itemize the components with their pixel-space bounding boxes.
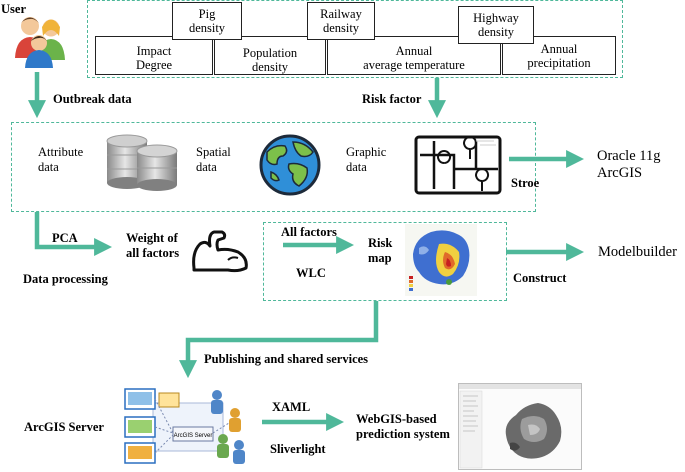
risk-map-image bbox=[405, 224, 477, 296]
factor-impact-degree: Impact Degree bbox=[95, 36, 213, 75]
factor-population-density: Population density bbox=[214, 36, 326, 75]
spatial-data-label: Spatial data bbox=[196, 145, 231, 174]
database-icon bbox=[106, 134, 178, 191]
data-processing-label: Data processing bbox=[23, 272, 108, 286]
factor-text: Impact Degree bbox=[135, 43, 173, 72]
factor-text: Railway density bbox=[320, 7, 362, 35]
sliverlight-label: Sliverlight bbox=[270, 442, 326, 456]
arrow-pca bbox=[34, 212, 113, 256]
server-badge-text: ArcGIS Server bbox=[174, 433, 213, 439]
factor-text: Pig density bbox=[188, 7, 226, 35]
webgis-screenshot bbox=[458, 383, 582, 470]
arrow-publishing bbox=[179, 301, 379, 379]
data-storage-region bbox=[11, 122, 536, 212]
server-network-icon: ArcGIS Server bbox=[124, 388, 245, 464]
oracle-arcgis-label: Oracle 11g ArcGIS bbox=[597, 148, 661, 181]
factor-text: Highway density bbox=[473, 11, 519, 39]
flexed-arm-icon bbox=[192, 230, 248, 273]
factor-text: Annual average temperature bbox=[363, 43, 465, 72]
wlc-label: WLC bbox=[296, 266, 326, 280]
model-region bbox=[263, 222, 507, 301]
webgis-label: WebGIS-based prediction system bbox=[356, 412, 450, 441]
map-route-icon bbox=[414, 135, 502, 195]
factor-highway-density: Highway density bbox=[458, 6, 534, 44]
factor-railway-density: Railway density bbox=[307, 2, 375, 40]
graphic-data-label: Graphic data bbox=[346, 145, 387, 174]
outbreak-data-label: Outbreak data bbox=[53, 92, 132, 106]
xaml-label: XAML bbox=[272, 400, 311, 414]
pca-label: PCA bbox=[52, 231, 78, 245]
construct-label: Construct bbox=[513, 271, 567, 285]
publishing-label: Publishing and shared services bbox=[204, 352, 369, 366]
attribute-data-label: Attribute data bbox=[38, 145, 84, 174]
stroe-label: Stroe bbox=[511, 176, 540, 190]
factor-annual-average-temperature: Annual average temperature bbox=[327, 36, 501, 75]
risk-map-label: Risk map bbox=[368, 236, 393, 265]
all-factors-label: All factors bbox=[281, 225, 337, 239]
arcgis-server-label: ArcGIS Server bbox=[24, 420, 104, 434]
user-group-icon bbox=[15, 17, 65, 68]
weight-of-all-factors-label: Weight of all factors bbox=[126, 231, 180, 260]
risk-factor-region bbox=[87, 0, 623, 78]
risk-factor-label: Risk factor bbox=[362, 92, 422, 106]
factor-text: Population density bbox=[242, 45, 298, 74]
factor-pig-density: Pig density bbox=[172, 2, 242, 40]
globe-icon bbox=[259, 134, 321, 196]
user-label: User bbox=[1, 2, 26, 16]
modelbuilder-label: Modelbuilder bbox=[598, 244, 677, 260]
factor-text: Annual precipitation bbox=[527, 41, 591, 70]
